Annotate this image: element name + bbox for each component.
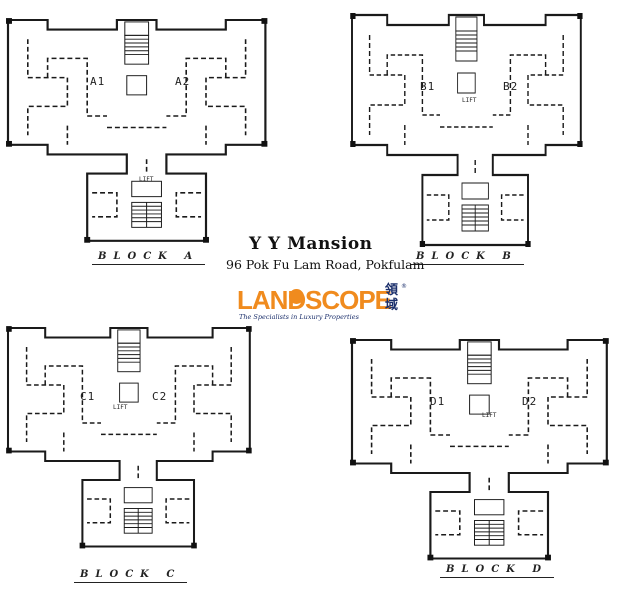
logo-chinese-name: 領域 [385,283,399,313]
block-label-b: BLOCK B [410,251,524,265]
building-address: 96 Pok Fu Lam Road, Pokfulam [226,257,425,272]
unit-label-d2: D2 [522,395,538,408]
building-title: Y Y Mansion [249,234,373,254]
unit-label-c2: C2 [152,390,168,403]
logo-tagline: The Specialists in Luxury Properties [239,313,359,321]
registered-mark: ® [401,283,407,290]
landscope-logo: LAND SCOPE 領域 ® The Specialists in Luxur… [237,283,409,327]
unit-label-b2: B2 [503,80,519,93]
block-label-d: BLOCK D [440,564,554,578]
unit-label-b1: B1 [420,80,436,93]
lift-label-d: LIFT [482,412,497,419]
unit-label-a1: A1 [90,75,106,88]
unit-label-a2: A2 [175,75,191,88]
lift-label-c: LIFT [113,404,128,411]
logo-dot-icon [289,289,304,304]
logo-wordmark-right: SCOPE [305,285,392,315]
block-label-a: BLOCK A [92,251,206,265]
lift-label-b: LIFT [462,97,477,104]
block-label-c: BLOCK C [74,569,188,583]
unit-label-c1: C1 [80,390,96,403]
unit-label-d1: D1 [430,395,446,408]
lift-label-a: LIFT [139,176,154,183]
